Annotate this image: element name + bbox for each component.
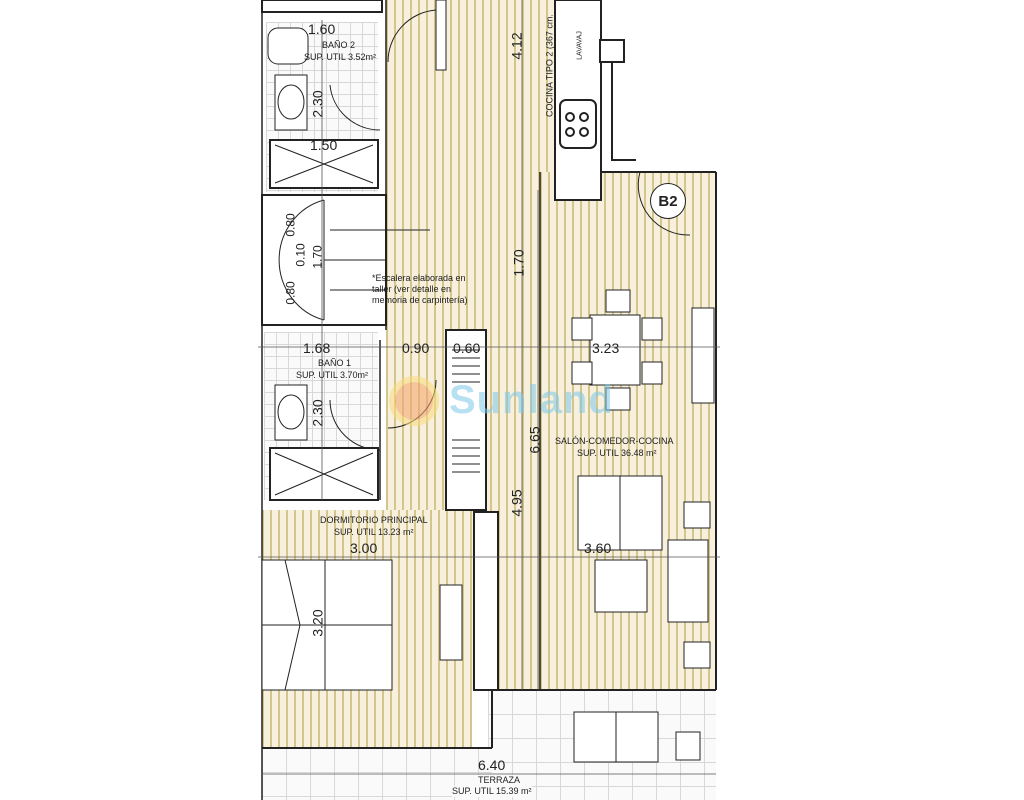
dim-label: 1.50 [310,137,338,153]
room-area-terraza: SUP. UTIL 15.39 m² [452,786,532,797]
dim-label: 3.23 [592,340,620,356]
watermark-logo: Sunland [395,378,614,423]
dim-label: 4.95 [508,489,525,517]
dim-label: 6.40 [478,757,506,773]
dim-label: 2.30 [309,90,326,118]
dim-label: 3.00 [350,540,378,556]
room-name-bano2: BAÑO 2 [322,40,356,50]
dim-label: 1.60 [308,21,336,37]
room-area-bano1: SUP. UTIL 3.70m² [296,370,369,380]
dim-label: 4.12 [508,32,525,60]
sun-logo-icon [395,381,433,420]
watermark-text: Sunland [449,378,614,422]
stair-note-line: memoria de carpintería) [372,295,468,305]
dim-label: 6.65 [526,426,543,454]
dim-label: 0.80 [283,281,298,305]
room-name-dormitorio: DORMITORIO PRINCIPAL [320,515,428,525]
dim-label: 3.20 [309,609,326,637]
room-area-salon: SUP. UTIL 36.48 m² [577,448,657,458]
appliance-label: LAVAVAJ [576,31,584,60]
stair-note-line: *Escalera elaborada en [372,273,466,283]
kitchen-label: COCINA TIPO 2 (367 cm. [544,14,555,117]
dim-label: 0.90 [402,340,430,356]
stair-note: *Escalera elaborada en taller (ver detal… [372,273,468,306]
stair-note-line: taller (ver detalle en [372,284,452,294]
unit-badge: B2 [650,183,686,219]
dim-label: 0.60 [453,340,481,356]
room-name-salon: SALÓN-COMEDOR-COCINA [555,436,674,446]
dim-label: 3.60 [584,540,612,556]
dim-label: 0.10 [293,243,308,267]
room-name-bano1: BAÑO 1 [318,358,352,368]
dim-label: 1.68 [303,340,331,356]
dim-label: 2.30 [309,399,326,427]
room-area-dormitorio: SUP. UTIL 13.23 m² [334,527,414,537]
dim-label: 0.80 [283,213,298,237]
room-area-bano2: SUP. UTIL 3.52m² [304,52,377,62]
room-name-terraza: TERRAZA [478,775,521,786]
dim-label: 1.70 [510,249,527,277]
dim-label: 1.70 [310,245,325,269]
